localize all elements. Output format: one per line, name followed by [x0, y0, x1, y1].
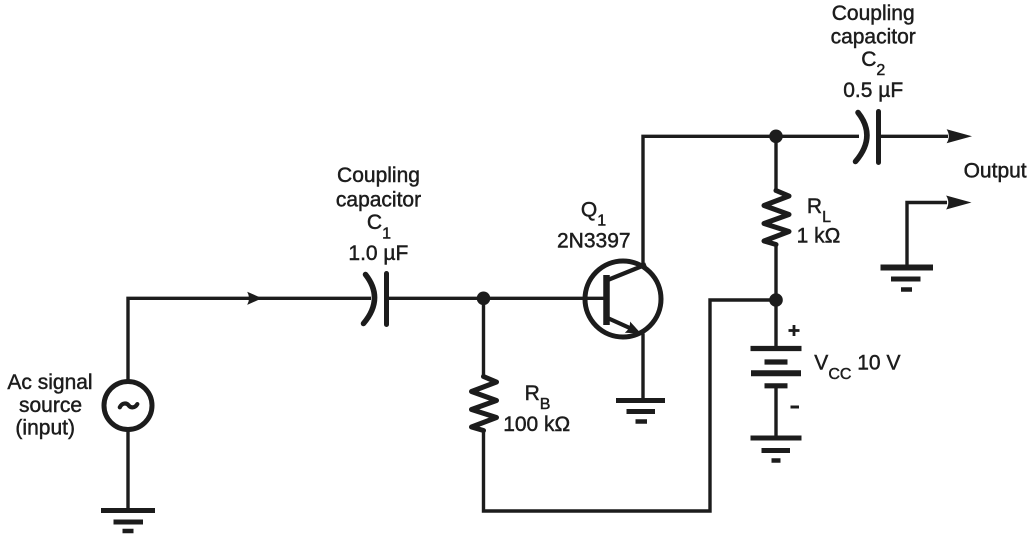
svg-text:capacitor: capacitor — [831, 25, 916, 48]
svg-text:Coupling: Coupling — [832, 2, 915, 25]
svg-text:0.5 µF: 0.5 µF — [843, 79, 903, 102]
svg-text:RL: RL — [807, 195, 831, 226]
svg-text:Q1: Q1 — [581, 198, 606, 229]
svg-text:2N3397: 2N3397 — [557, 229, 631, 252]
svg-text:VCC 10 V: VCC 10 V — [814, 352, 900, 383]
svg-text:1 kΩ: 1 kΩ — [797, 225, 841, 248]
svg-text:100 kΩ: 100 kΩ — [503, 413, 570, 436]
svg-text:Output: Output — [964, 159, 1027, 182]
svg-text:RB: RB — [525, 382, 551, 413]
svg-text:capacitor: capacitor — [336, 188, 421, 211]
svg-text:Ac signal: Ac signal — [7, 371, 92, 394]
svg-text:1.0 µF: 1.0 µF — [348, 242, 408, 265]
svg-text:Coupling: Coupling — [337, 164, 420, 187]
svg-text:C2: C2 — [861, 48, 885, 79]
svg-text:source: source — [19, 394, 82, 417]
svg-text:C1: C1 — [367, 211, 391, 242]
svg-text:(input): (input) — [15, 416, 75, 439]
